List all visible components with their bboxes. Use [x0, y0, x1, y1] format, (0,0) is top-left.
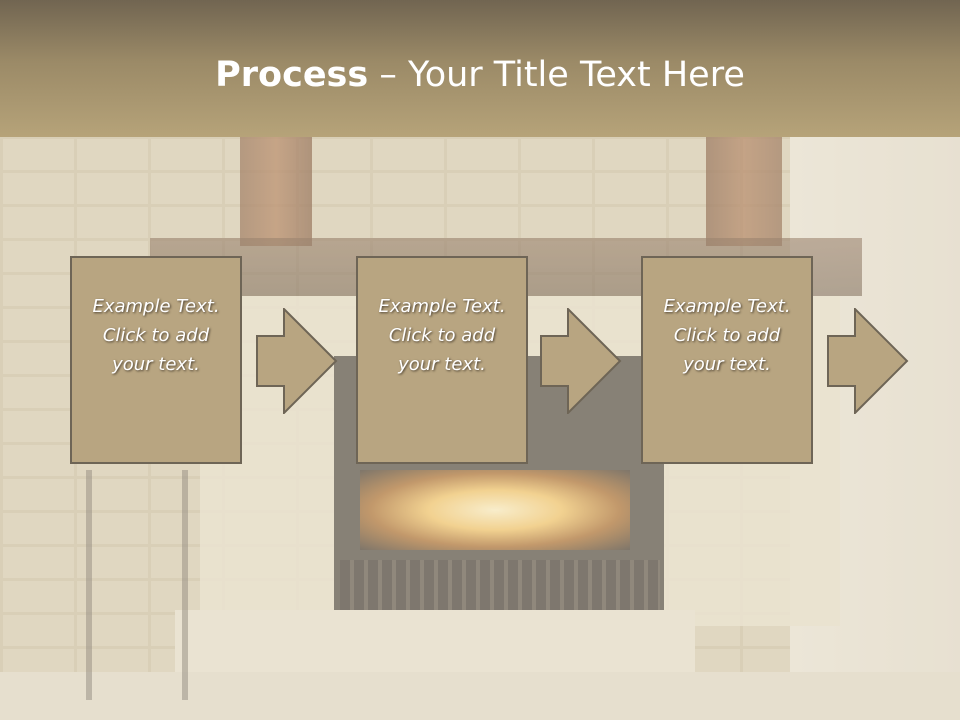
- title-bold: Process: [215, 55, 369, 95]
- step-1-text: Example Text. Click to add your text.: [92, 295, 220, 375]
- title-bar: Process – Your Title Text Here: [0, 0, 960, 137]
- hearth-stone: [175, 610, 695, 672]
- floor: [0, 672, 960, 720]
- step-2-text: Example Text. Click to add your text.: [378, 295, 506, 375]
- fireplace-tools: [86, 470, 188, 700]
- wood-post-right: [706, 136, 782, 246]
- wood-post-left: [240, 136, 312, 246]
- fire-glow: [360, 470, 630, 550]
- step-3-text: Example Text. Click to add your text.: [663, 295, 791, 375]
- process-step-2-box[interactable]: Example Text. Click to add your text.: [356, 256, 528, 464]
- arrow-right-icon: [256, 308, 338, 414]
- slide-title[interactable]: Process – Your Title Text Here: [0, 52, 960, 98]
- process-step-3-box[interactable]: Example Text. Click to add your text.: [641, 256, 813, 464]
- title-rest: – Your Title Text Here: [368, 55, 745, 95]
- process-step-1-box[interactable]: Example Text. Click to add your text.: [70, 256, 242, 464]
- arrow-right-icon: [827, 308, 909, 414]
- arrow-right-icon: [540, 308, 622, 414]
